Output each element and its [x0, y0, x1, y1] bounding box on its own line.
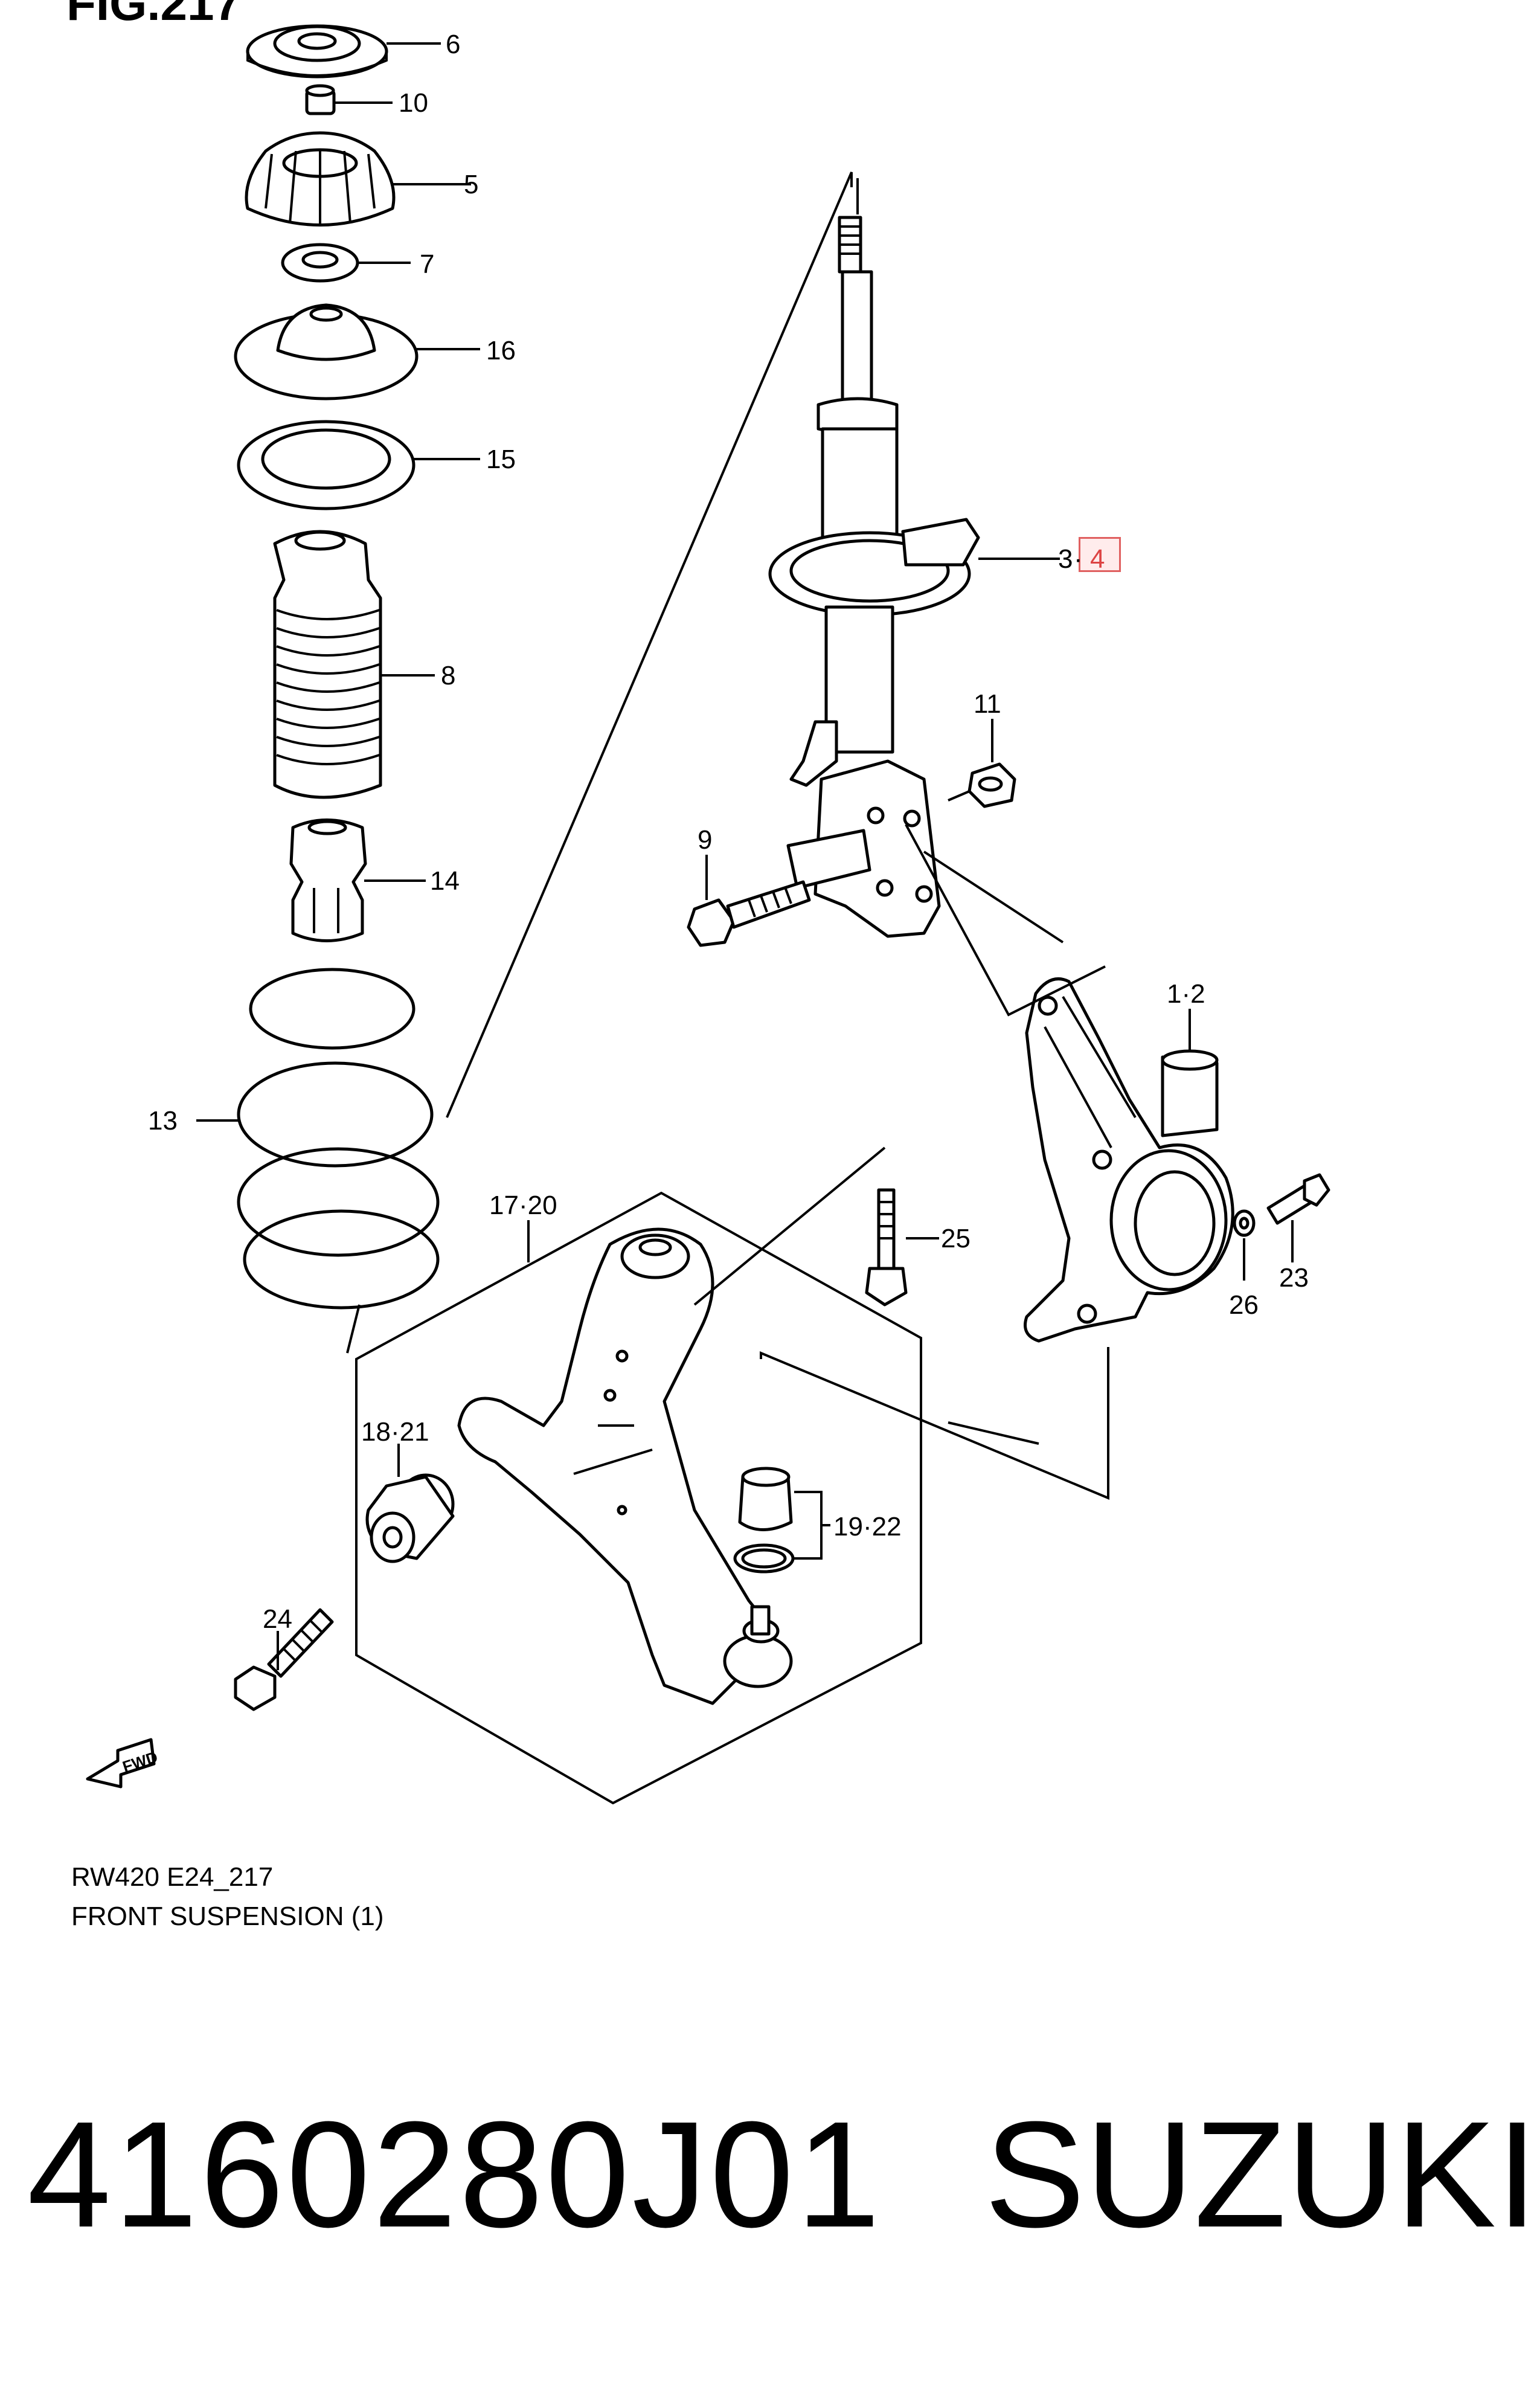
part-5-strut-mount[interactable] [245, 131, 396, 227]
callout-9[interactable]: 9 [698, 825, 712, 855]
product-footer [0, 1990, 1540, 2392]
callout-10[interactable]: 10 [399, 88, 428, 118]
part-13-coil-spring[interactable] [237, 968, 440, 1310]
exploded-view-drawing: FWD 6 10 5 7 16 15 8 14 13 3 · 4 11 9 1·… [86, 24, 1330, 1805]
callout-18-21[interactable]: 18·21 [361, 1417, 429, 1447]
callout-8[interactable]: 8 [441, 661, 455, 690]
callout-5[interactable]: 5 [464, 170, 478, 199]
part-24-bolt[interactable] [234, 1608, 334, 1711]
callout-24[interactable]: 24 [263, 1604, 292, 1634]
part-6-mount-plate[interactable] [246, 24, 388, 79]
part-19-22-boot[interactable] [733, 1467, 795, 1574]
parts-diagram: FIG.217 [66, 0, 1330, 1931]
part-26-washer[interactable] [1233, 1209, 1256, 1237]
callout-23[interactable]: 23 [1279, 1263, 1309, 1293]
part-8-dust-boot[interactable] [273, 530, 382, 799]
part-1-2-steering-knuckle[interactable] [1024, 977, 1234, 1343]
part-17-20-lower-control-arm[interactable] [457, 1227, 775, 1705]
part-7-washer[interactable] [281, 243, 359, 283]
callout-25[interactable]: 25 [941, 1224, 971, 1253]
callout-13[interactable]: 13 [148, 1106, 178, 1136]
ball-joint[interactable] [723, 1605, 793, 1688]
part-15-rubber-seat[interactable] [237, 420, 415, 510]
part-9-bolt[interactable] [687, 880, 811, 947]
part-10-nut[interactable] [305, 84, 336, 115]
part-18-21-bushing[interactable] [365, 1473, 455, 1563]
callout-17-20[interactable]: 17·20 [489, 1191, 557, 1220]
callout-6[interactable]: 6 [446, 30, 460, 59]
callout-16[interactable]: 16 [486, 336, 516, 365]
callout-1-2[interactable]: 1·2 [1167, 979, 1205, 1009]
callout-dot: · [1074, 544, 1083, 574]
callout-11[interactable]: 11 [974, 689, 1001, 719]
selected-part-highlight[interactable] [1079, 537, 1121, 572]
callout-4-selected[interactable]: 4 [1090, 544, 1105, 574]
diagram-caption: FRONT SUSPENSION (1) [71, 1902, 384, 1931]
callout-26[interactable]: 26 [1229, 1290, 1259, 1320]
diagram-code: RW420 E24_217 [71, 1862, 274, 1892]
part-23-bolt[interactable] [1266, 1173, 1330, 1225]
figure-label: FIG.217 [66, 0, 242, 30]
part-3-4-strut[interactable] [768, 216, 980, 938]
part-11-nut[interactable] [967, 762, 1016, 808]
callout-15[interactable]: 15 [486, 445, 516, 474]
callout-7[interactable]: 7 [420, 249, 434, 279]
brand-name: SUZUKI [984, 2090, 1538, 2259]
callout-19-22[interactable]: 19·22 [833, 1512, 902, 1542]
callout-14[interactable]: 14 [430, 866, 460, 896]
part-14-bump-stop[interactable] [289, 818, 367, 942]
part-25-bolt[interactable] [865, 1188, 908, 1307]
fwd-direction-arrow: FWD [86, 1738, 160, 1789]
part-16-spring-seat[interactable] [234, 303, 419, 400]
callout-3[interactable]: 3 [1058, 544, 1073, 574]
part-number: 4160280J01 [27, 2090, 883, 2259]
